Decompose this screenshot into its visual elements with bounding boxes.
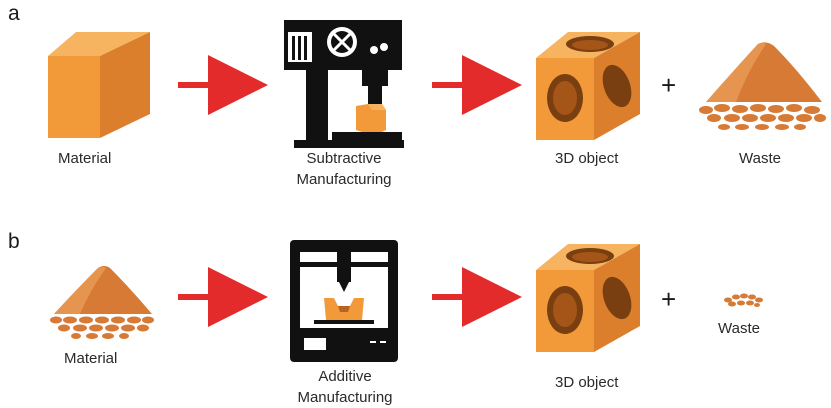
panel-a-arrow-1 — [178, 55, 268, 115]
waste-pile-small-icon — [724, 293, 763, 307]
panel-b-plus-sign: + — [661, 284, 677, 314]
panel-a-input-label: Material — [58, 150, 112, 167]
3d-printer-icon — [290, 240, 398, 362]
panel-a-process-line1: Subtractive — [306, 150, 382, 167]
panel-b-arrow-2 — [432, 267, 522, 327]
panel-a-process-label: Subtractive Manufacturing — [284, 148, 404, 190]
panel-b-process-line2: Manufacturing — [297, 389, 393, 406]
waste-pile-large-icon — [699, 42, 826, 130]
panel-b-process-line1: Additive — [318, 368, 372, 385]
3d-object-icon-b — [536, 244, 640, 352]
panel-b-arrow-1 — [178, 267, 268, 327]
panel-b-waste-label: Waste — [718, 320, 760, 337]
panel-b-product-label: 3D object — [555, 374, 619, 391]
panel-a-process-line2: Manufacturing — [296, 171, 392, 188]
panel-a-letter: a — [8, 2, 20, 25]
panel-a-waste-label: Waste — [739, 150, 781, 167]
panel-a-arrow-2 — [432, 55, 522, 115]
panel-b-letter: b — [8, 230, 20, 253]
panel-a-plus-sign: + — [661, 70, 677, 100]
panel-b-input-label: Material — [64, 350, 118, 367]
panel-a-product-label: 3D object — [555, 150, 619, 167]
material-cube-icon — [48, 32, 150, 138]
3d-object-icon — [536, 32, 640, 140]
milling-machine-icon — [284, 20, 404, 148]
panel-b-process-label: Additive Manufacturing — [280, 366, 410, 408]
powder-material-icon — [50, 266, 154, 339]
